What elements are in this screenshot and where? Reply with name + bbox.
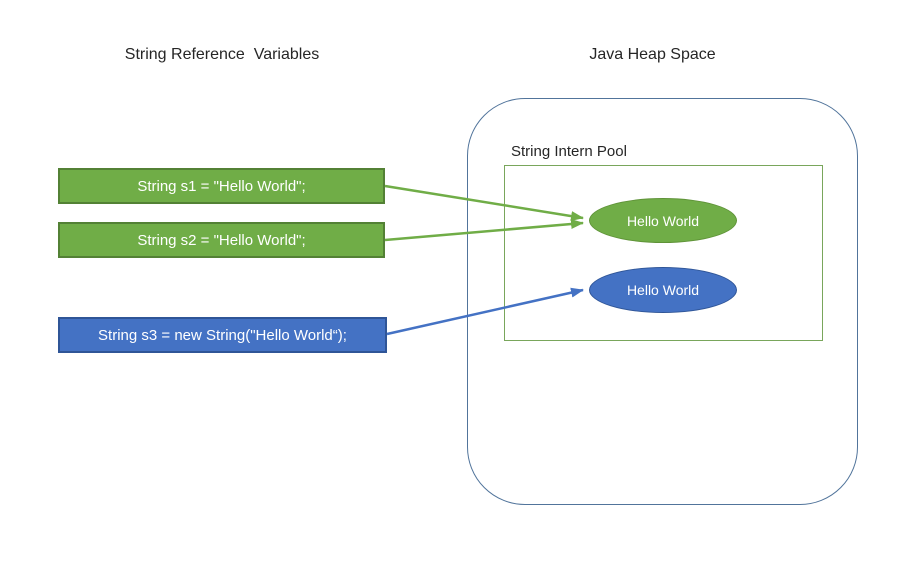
interned-string-label: Hello World — [626, 212, 700, 229]
variable-box-s3: String s3 = new String("Hello World“); — [58, 317, 387, 353]
variable-box-s1: String s1 = "Hello World"; — [58, 168, 385, 204]
interned-string-ellipse: Hello World — [589, 198, 737, 243]
java-heap-space-title: Java Heap Space — [589, 46, 716, 63]
variable-s2-label: String s2 = "Hello World"; — [137, 231, 306, 249]
new-string-object-label: Hello World — [626, 282, 700, 298]
string-intern-pool-container — [504, 165, 823, 341]
variable-s3-label: String s3 = new String("Hello World“); — [98, 326, 347, 344]
new-string-object-ellipse: Hello World — [589, 267, 737, 313]
variable-s1-label: String s1 = "Hello World"; — [137, 177, 306, 195]
variable-box-s2: String s2 = "Hello World"; — [58, 222, 385, 258]
reference-variables-title: String Reference Variables — [124, 46, 320, 63]
string-intern-pool-label: String Intern Pool — [511, 143, 627, 160]
